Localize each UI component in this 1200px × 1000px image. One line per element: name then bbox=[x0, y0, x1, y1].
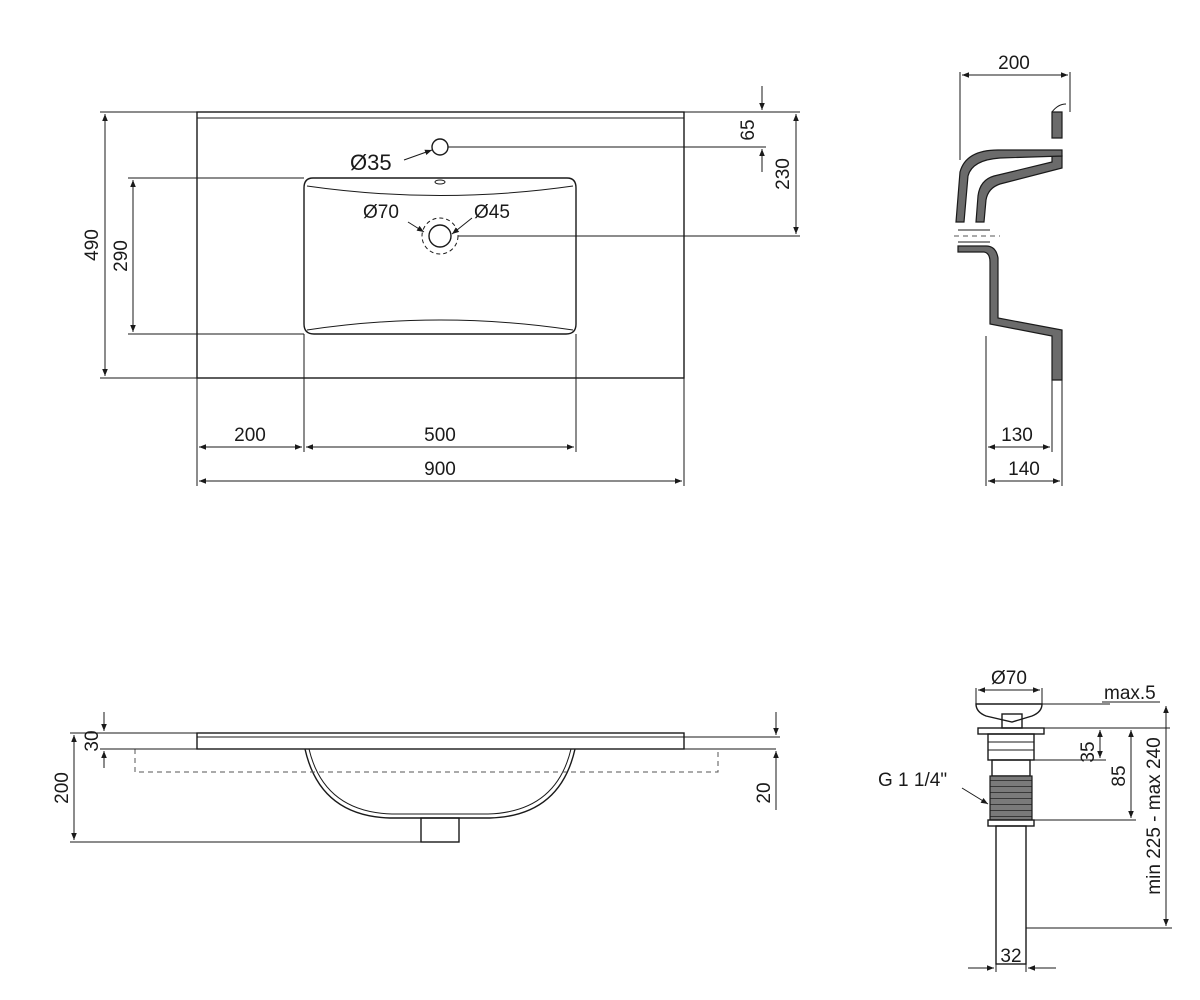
section-lower-wall bbox=[957, 245, 1063, 381]
front-view: 30 200 20 bbox=[52, 712, 780, 843]
thread-leader bbox=[961, 787, 989, 805]
drain-inner-diameter-label: Ø45 bbox=[474, 202, 510, 223]
pipe-diameter-label: 32 bbox=[1000, 946, 1021, 967]
side-section-view: 200 130 140 bbox=[954, 53, 1071, 486]
drain-outer-leader bbox=[407, 221, 425, 233]
slab-outline-front bbox=[196, 732, 685, 750]
tap-hole-offset-label: 65 bbox=[738, 119, 759, 140]
tap-hole bbox=[431, 138, 449, 156]
drain-cap bbox=[975, 703, 1043, 723]
section-upper-wall bbox=[975, 155, 1063, 223]
bowl-inner-front bbox=[308, 748, 572, 815]
drain-offset-label: 230 bbox=[773, 158, 794, 190]
bowl-rim-curve-bottom bbox=[306, 319, 574, 331]
slab-thickness-label: 30 bbox=[82, 730, 103, 751]
body-height-label: 85 bbox=[1109, 765, 1130, 786]
thread-label: G 1 1/4" bbox=[878, 770, 947, 791]
overall-width-label: 900 bbox=[424, 459, 456, 480]
bowl-width-label: 500 bbox=[424, 425, 456, 446]
cabinet-outline-dashed bbox=[134, 749, 719, 773]
drain-stub-front bbox=[420, 817, 460, 843]
basin-outline-top bbox=[196, 111, 685, 379]
tap-leader bbox=[403, 149, 433, 161]
drain-pipe bbox=[995, 825, 1027, 965]
section-back-top bbox=[1051, 111, 1063, 139]
drain-body bbox=[987, 733, 1035, 761]
side-top-width-label: 200 bbox=[998, 53, 1030, 74]
drain-nut bbox=[991, 759, 1031, 777]
offset-20-label: 20 bbox=[754, 782, 775, 803]
upper-height-label: 35 bbox=[1078, 741, 1099, 762]
section-back-top-lip bbox=[1051, 103, 1067, 113]
drain-outer-circle bbox=[421, 217, 459, 255]
bowl-depth-label: 290 bbox=[111, 240, 132, 272]
cap-diameter-label: Ø70 bbox=[991, 668, 1027, 689]
bowl-outline-front bbox=[304, 748, 576, 819]
bowl-outline-top bbox=[303, 177, 577, 335]
cap-gap-label: max.5 bbox=[1104, 683, 1156, 704]
section-front-rim bbox=[955, 149, 1063, 223]
left-deck-width-label: 200 bbox=[234, 425, 266, 446]
overall-depth-label: 490 bbox=[82, 229, 103, 261]
total-height-label: 200 bbox=[52, 772, 73, 804]
drain-detail: Ø70 max.5 35 85 min 225 - max 240 G 1 1/… bbox=[878, 668, 1172, 972]
length-range-label: min 225 - max 240 bbox=[1144, 737, 1165, 894]
side-width-140-label: 140 bbox=[1008, 459, 1040, 480]
drain-flange bbox=[977, 727, 1045, 735]
overflow-slot bbox=[434, 179, 446, 185]
drain-collar bbox=[987, 819, 1035, 827]
tap-hole-diameter-label: Ø35 bbox=[350, 150, 392, 175]
bowl-rim-curve-top bbox=[306, 185, 574, 196]
top-view: Ø35 Ø70 Ø45 490 290 65 230 200 500 bbox=[82, 86, 800, 486]
drain-inner-leader bbox=[451, 217, 473, 235]
drain-outer-diameter-label: Ø70 bbox=[363, 202, 399, 223]
side-width-130-label: 130 bbox=[1001, 425, 1033, 446]
drain-inner-circle bbox=[428, 224, 452, 248]
drain-thread bbox=[989, 775, 1033, 821]
